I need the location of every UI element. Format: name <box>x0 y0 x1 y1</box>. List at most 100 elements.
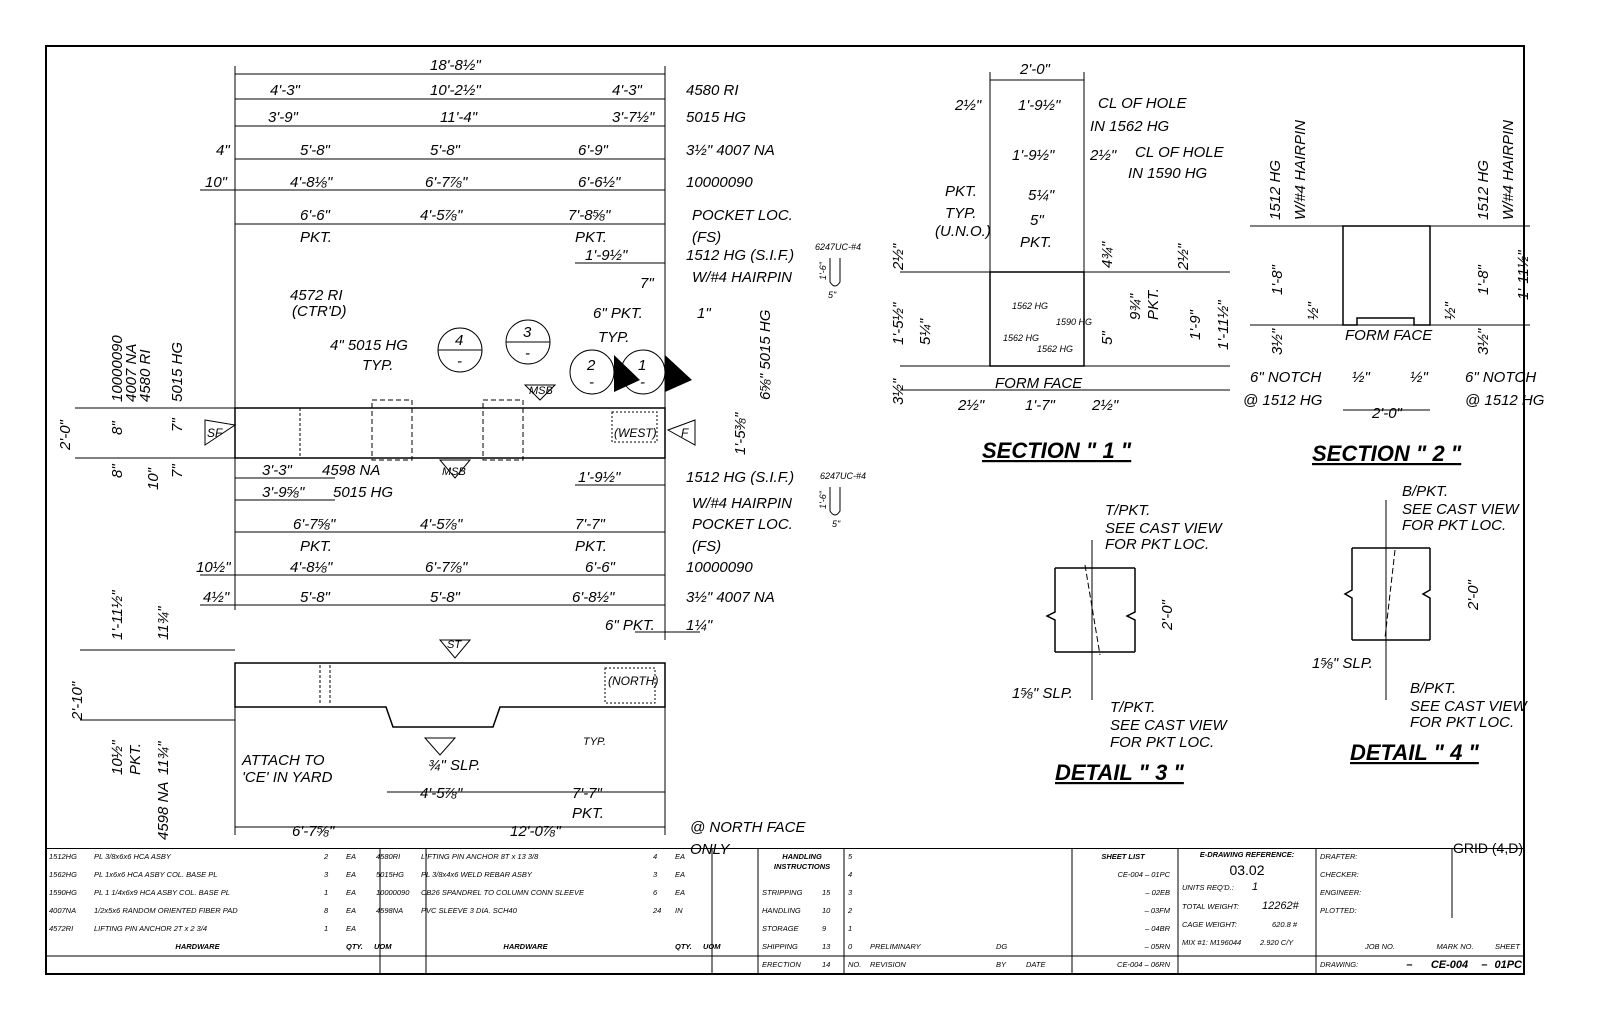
dim-text: 4¾" <box>1099 241 1116 268</box>
note-text: SEE CAST VIEW <box>1402 501 1521 518</box>
north-face-note: ONLY <box>690 841 730 858</box>
west-label: (WEST) <box>614 426 657 440</box>
dim-text: 2'-0" <box>1371 405 1403 422</box>
rev-by-header: BY <box>996 960 1007 969</box>
hg-typ-label: 4" 5015 HG <box>330 337 408 354</box>
dim-text: 2½" <box>957 397 985 414</box>
typ-label: TYP. <box>583 736 606 748</box>
note-text: B/PKT. <box>1410 680 1456 697</box>
dim-text: ½" <box>1410 369 1429 386</box>
slp-label: 1⅝" SLP. <box>1012 685 1073 702</box>
mix-id: M196044 <box>1209 938 1242 947</box>
ref-text: 3½" 4007 NA <box>686 142 775 159</box>
edrawing-header: E-DRAWING REFERENCE: <box>1199 850 1295 859</box>
dim-text: 5'-8" <box>300 589 331 606</box>
drawing-label: DRAWING: <box>1320 960 1359 969</box>
dim-text: 1'-9½" <box>585 247 628 264</box>
cage-label: CAGE WEIGHT: <box>1182 920 1237 929</box>
dim-text: 1'-9½" <box>1012 147 1055 164</box>
pkt-label: PKT. <box>1145 288 1162 320</box>
weight-value: 12262# <box>1262 900 1299 912</box>
dim-text: 8" <box>109 421 126 435</box>
dim-text: 5¼" <box>1028 187 1055 204</box>
qty-header: QTY. <box>346 942 363 951</box>
dim-text: 1'-11½" <box>1215 300 1232 350</box>
sheet-list-item: – 04BR <box>1144 924 1170 933</box>
ref-text: POCKET LOC. <box>692 207 793 224</box>
dim-text: 11'-4" <box>440 109 478 126</box>
units-value: 1 <box>1251 881 1259 893</box>
dim-text: PKT. <box>575 229 607 246</box>
revision-row: 4 <box>848 870 853 879</box>
notch-label: 6" NOTCH <box>1465 369 1536 386</box>
notch-label: @ 1512 HG <box>1465 392 1545 409</box>
dim-text: 6" PKT. <box>593 305 643 322</box>
pkt-label: PKT. <box>1020 234 1052 251</box>
title-block-grid <box>46 848 1524 974</box>
note-text: B/PKT. <box>1402 483 1448 500</box>
sheet-list-item: – 02EB <box>1145 888 1170 897</box>
ref-text: 10000090 <box>686 559 753 576</box>
notch-label: 6" NOTCH <box>1250 369 1321 386</box>
dim-text: 2½" <box>1175 243 1192 271</box>
section-2-title: SECTION " 2 " <box>1312 441 1462 466</box>
note-text: IN 1562 HG <box>1090 118 1170 135</box>
ref-text: 4007 NA <box>123 344 140 402</box>
ref-text: W/#4 HAIRPIN <box>692 495 792 512</box>
job-no: – <box>1406 959 1413 971</box>
dim-text: 2½" <box>1089 147 1117 164</box>
bubble-dash: - <box>457 353 462 370</box>
ref-text: 1512 HG (S.I.F.) <box>686 469 794 486</box>
dim-text: 10'-2½" <box>430 82 481 99</box>
dim-text: 2½" <box>890 243 907 271</box>
dim-text: 12'-0⅞" <box>510 823 561 840</box>
hw-header: HARDWARE <box>503 942 548 951</box>
bubble-3: 3 <box>523 324 532 341</box>
ref-text: 5015 HG <box>333 484 393 501</box>
dim-text: 6'-9" <box>578 142 609 159</box>
dim-text: ½" <box>1442 301 1459 320</box>
dim-text: 7" <box>169 464 186 478</box>
dim-text: 3'-7½" <box>612 109 655 126</box>
dim-text: 3'-9⅝" <box>262 484 305 501</box>
ref-text: 4598 NA <box>322 462 380 479</box>
dim-text: 4" <box>216 142 230 159</box>
side-dim: 1'-5⅜" <box>732 412 749 455</box>
f-label: F <box>681 426 689 440</box>
dim-text: 4'-5⅞" <box>420 785 463 802</box>
dim-text: 1'-7" <box>1025 397 1056 414</box>
dim-text: 2'-0" <box>1159 599 1176 631</box>
dim-text: 1'-8" <box>1269 264 1286 295</box>
dim-text: 6'-7⅞" <box>425 559 468 576</box>
qty-header: QTY. <box>675 942 692 951</box>
mark-dash: – <box>1481 959 1488 971</box>
plotted-label: PLOTTED: <box>1320 906 1357 915</box>
dim-text: 4'-8⅛" <box>290 174 333 191</box>
dim-text: 4'-3" <box>612 82 643 99</box>
bubble-dash: - <box>640 374 645 391</box>
uom-header: UOM <box>374 942 392 951</box>
ref-text: POCKET LOC. <box>692 516 793 533</box>
sheet-list-item: – 03FM <box>1144 906 1170 915</box>
dim-text: 1'-9½" <box>578 469 621 486</box>
bubble-1: 1 <box>638 357 646 374</box>
dim-text: 6'-7⅝" <box>292 823 335 840</box>
dim-text: 5" <box>1030 212 1044 229</box>
ref-text: (FS) <box>692 229 721 246</box>
dim-text: 5¼" <box>917 318 934 345</box>
slp-label: ¾" SLP. <box>428 757 481 774</box>
ref-text: 1512 HG <box>1267 160 1284 220</box>
msb-label: MSB <box>529 385 553 397</box>
dim-text: 6'-6" <box>585 559 616 576</box>
detail-4-title: DETAIL " 4 " <box>1350 740 1479 765</box>
revision-row: 3 <box>848 888 853 897</box>
ref-text: (FS) <box>692 538 721 555</box>
sheet-label: SHEET <box>1494 942 1520 951</box>
ri-label: 4572 RI <box>290 287 343 304</box>
